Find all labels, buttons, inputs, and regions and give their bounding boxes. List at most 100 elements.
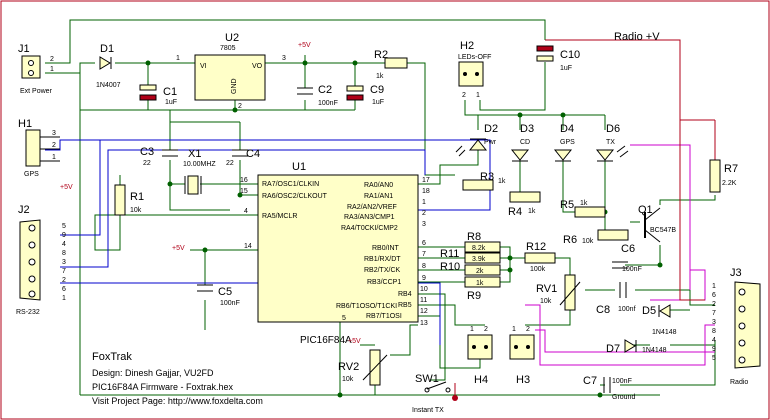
u1-pin-name-13: RB7/T1OSI [366, 313, 402, 320]
j3-pin-8: 8 [712, 328, 716, 335]
u1-pin-name-12: RB6/T1OSO/T1CKI [336, 303, 397, 310]
u2-vo: VO [252, 63, 263, 70]
j2-pin-8: 8 [62, 250, 66, 257]
resistor-r12: R12 100k [524, 241, 556, 273]
j3-pin-1: 1 [712, 283, 716, 290]
d2-ref: D2 [484, 123, 498, 135]
j3-label: Radio [730, 379, 748, 386]
u1-pin-num-4: 4 [244, 208, 248, 215]
u1-part: PIC16F84A [300, 335, 352, 346]
h4-pin-1: 1 [470, 326, 474, 333]
j2-pin-1: 1 [62, 295, 66, 302]
u1-pin-name-4: RA5/MCLR [262, 213, 297, 220]
d1-value: 1N4007 [96, 82, 121, 89]
capacitor-c5: C5 100nF [197, 284, 240, 307]
r6-ref: R6 [563, 234, 577, 246]
c10-value: 1uF [560, 65, 572, 72]
h2-ref: H2 [460, 40, 474, 52]
u1-pin-num-1: 1 [422, 199, 426, 206]
r11-ref: R11 [440, 248, 459, 260]
r10-value: 2k [476, 268, 484, 275]
c1-ref: C1 [163, 86, 177, 98]
h1-pin-1: 1 [52, 154, 56, 161]
resistor-r2: R2 1k [374, 49, 408, 80]
j2-ref: J2 [18, 204, 30, 216]
header-h4: 1 2 H4 [467, 326, 493, 386]
u2-gnd: GND [231, 78, 238, 94]
transistor-q1: Q1 BC547B [638, 204, 676, 243]
sw1-label: Instant TX [412, 407, 444, 414]
d5-ref: D5 [642, 305, 656, 317]
c2-value: 100nF [318, 100, 338, 107]
led-d2: D2 Pwr [455, 123, 498, 157]
c5-ref: C5 [218, 286, 232, 298]
h3-pin-1: 1 [512, 326, 516, 333]
resistor-ladder: R8 8.2k R11 3.9k R10 2k 1k R9 [440, 231, 501, 302]
c3-ref: C3 [140, 146, 154, 158]
j2-pin-5: 5 [62, 223, 66, 230]
u1-pin-name-6: RB0/INT [372, 245, 400, 252]
connector-j2: J2 5 9 4 8 3 7 2 6 1 RS-232 [16, 204, 66, 316]
connector-j1: J1 2 1 Ext Power [18, 43, 54, 95]
u1-pin-name-7: RB1/RX/DT [364, 256, 401, 263]
c10-ref: C10 [560, 49, 580, 61]
h1-ref: H1 [18, 118, 32, 130]
r1-ref: R1 [130, 191, 144, 203]
mcu-u1: U1 PIC16F84A RA7/OSC1/CLKIN 16 RA6/OSC2/… [240, 161, 430, 346]
r9-ref: R9 [467, 290, 481, 302]
c9-ref: C9 [370, 84, 384, 96]
r11-value: 3.9k [472, 256, 486, 263]
h4-pin-2: 2 [484, 326, 488, 333]
j1-pin-2: 2 [50, 56, 54, 63]
switch-sw1: SW1 Instant TX [412, 373, 458, 414]
d1-ref: D1 [100, 43, 114, 55]
r10-ref: R10 [440, 261, 460, 273]
d3-ref: D3 [520, 123, 534, 135]
h2-pin-2: 2 [462, 92, 466, 99]
c2-ref: C2 [318, 84, 332, 96]
capacitor-c6: C6 100nF [612, 243, 642, 273]
d6-ref: D6 [606, 123, 620, 135]
j1-pin-1: 1 [50, 66, 54, 73]
u2-pin-1: 1 [176, 55, 180, 62]
d5-value: 1N4148 [652, 329, 677, 336]
u1-pin-num-2: 2 [422, 210, 426, 217]
j2-pin-7: 7 [62, 268, 66, 275]
h2-pin-1: 1 [476, 92, 480, 99]
u1-pin-name-9: RB3/CCP1 [367, 279, 401, 286]
q1-ref: Q1 [638, 204, 653, 216]
u1-pin-name-16: RA7/OSC1/CLKIN [262, 181, 319, 188]
led-d3: D3 CD [510, 123, 534, 162]
h3-pin-2: 2 [526, 326, 530, 333]
c4-ref: C4 [246, 148, 260, 160]
rv2-ref: RV2 [338, 361, 359, 373]
h1-pin-3: 3 [52, 130, 56, 137]
diode-d7: D7 1N4148 [606, 339, 667, 355]
h1-label: GPS [24, 171, 39, 178]
r12-value: 100k [530, 266, 546, 273]
r1-value: 10k [130, 207, 142, 214]
j3-pin-5: 5 [712, 355, 716, 362]
connector-h1: H1 3 2 1 GPS +5V [18, 118, 73, 191]
u1-pin-num-11: 11 [420, 297, 427, 304]
j3-pin-2: 2 [712, 301, 716, 308]
project-url: Visit Project Page: http://www.foxdelta.… [92, 396, 263, 406]
u1-pin-num-5: 5 [342, 315, 346, 322]
led-d6: D6 TX [595, 123, 629, 162]
c1-value: 1uF [165, 99, 177, 106]
r8-value: 8.2k [472, 245, 486, 252]
j2-pin-9: 9 [62, 232, 66, 239]
r7-value: 2.2K [722, 180, 737, 187]
j2-pin-2: 2 [62, 277, 66, 284]
r2-value: 1k [376, 73, 384, 80]
q1-part: BC547B [650, 227, 676, 234]
u1-pin-num-6: 6 [422, 240, 426, 247]
j1-label: Ext Power [20, 88, 53, 95]
r8-ref: R8 [467, 231, 481, 243]
d7-ref: D7 [606, 343, 620, 355]
u1-pin-name-18: RA1/AN1 [364, 193, 393, 200]
c5-value: 100nF [220, 300, 240, 307]
diode-d5: D5 1N4148 [642, 304, 677, 336]
j3-pin-6: 6 [712, 292, 716, 299]
j3-pin-3: 3 [712, 319, 716, 326]
